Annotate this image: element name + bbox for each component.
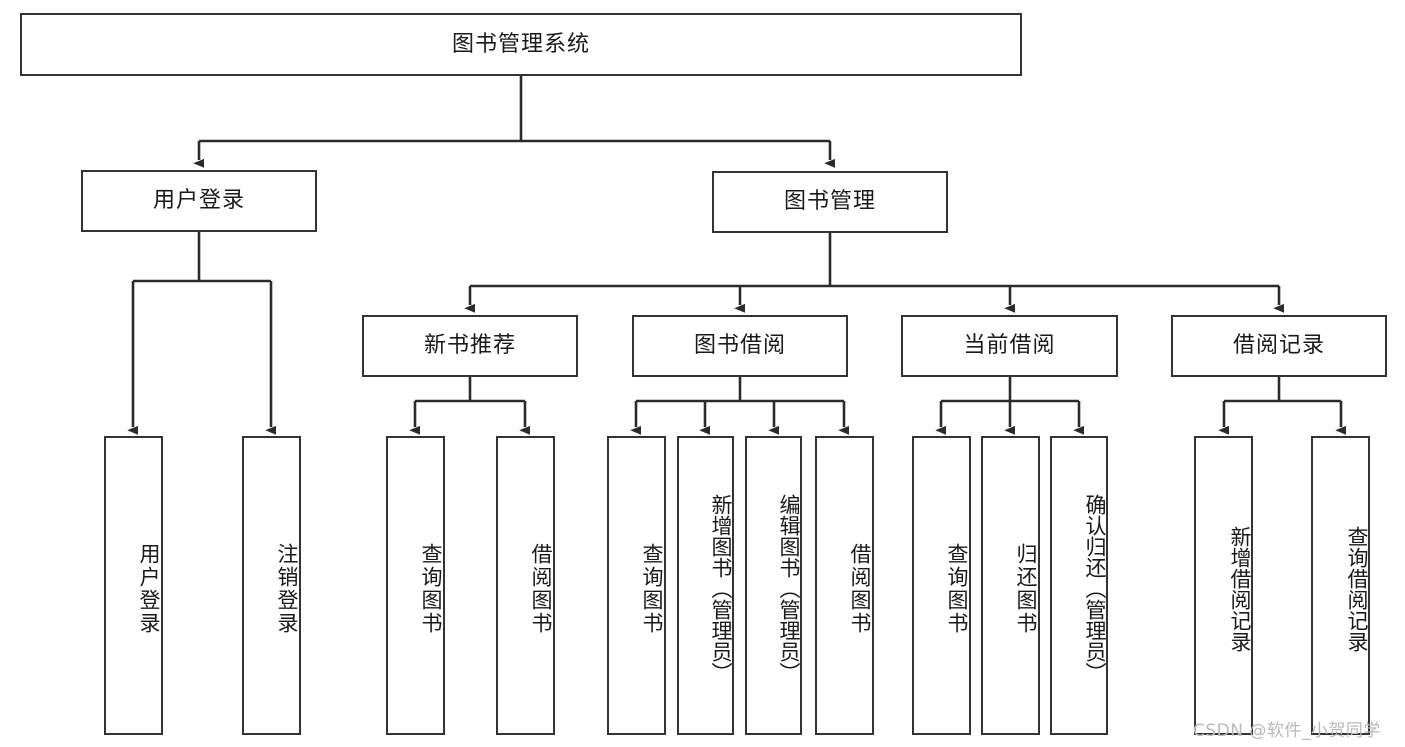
node-book-borrow[interactable]: 图书借阅 bbox=[632, 315, 848, 377]
leaf-query-book-3[interactable]: 查询图书 bbox=[912, 436, 971, 735]
leaf-return-book[interactable]: 归还图书 bbox=[981, 436, 1040, 735]
leaf-borrow-book-1[interactable]: 借阅图书 bbox=[496, 436, 555, 735]
node-new-book-rec[interactable]: 新书推荐 bbox=[362, 315, 578, 377]
leaf-confirm-return[interactable]: 确认归还（管理员） bbox=[1050, 436, 1108, 735]
leaf-borrow-book-2[interactable]: 借阅图书 bbox=[815, 436, 874, 735]
node-borrow-record[interactable]: 借阅记录 bbox=[1171, 315, 1387, 377]
leaf-add-book[interactable]: 新增图书（管理员） bbox=[677, 436, 734, 735]
node-root[interactable]: 图书管理系统 bbox=[20, 13, 1022, 76]
node-user-login[interactable]: 用户登录 bbox=[81, 170, 317, 232]
leaf-query-record[interactable]: 查询借阅记录 bbox=[1311, 436, 1370, 735]
leaf-query-book-1[interactable]: 查询图书 bbox=[386, 436, 445, 735]
leaf-logout-login[interactable]: 注销登录 bbox=[242, 436, 301, 735]
leaf-query-book-2[interactable]: 查询图书 bbox=[607, 436, 666, 735]
csdn-watermark: CSDN @软件_小贺同学 bbox=[1193, 721, 1381, 741]
leaf-add-record[interactable]: 新增借阅记录 bbox=[1194, 436, 1253, 735]
node-book-manage[interactable]: 图书管理 bbox=[712, 171, 948, 233]
leaf-user-login[interactable]: 用户登录 bbox=[104, 436, 163, 735]
leaf-edit-book[interactable]: 编辑图书（管理员） bbox=[745, 436, 802, 735]
node-current-borrow[interactable]: 当前借阅 bbox=[901, 315, 1118, 377]
